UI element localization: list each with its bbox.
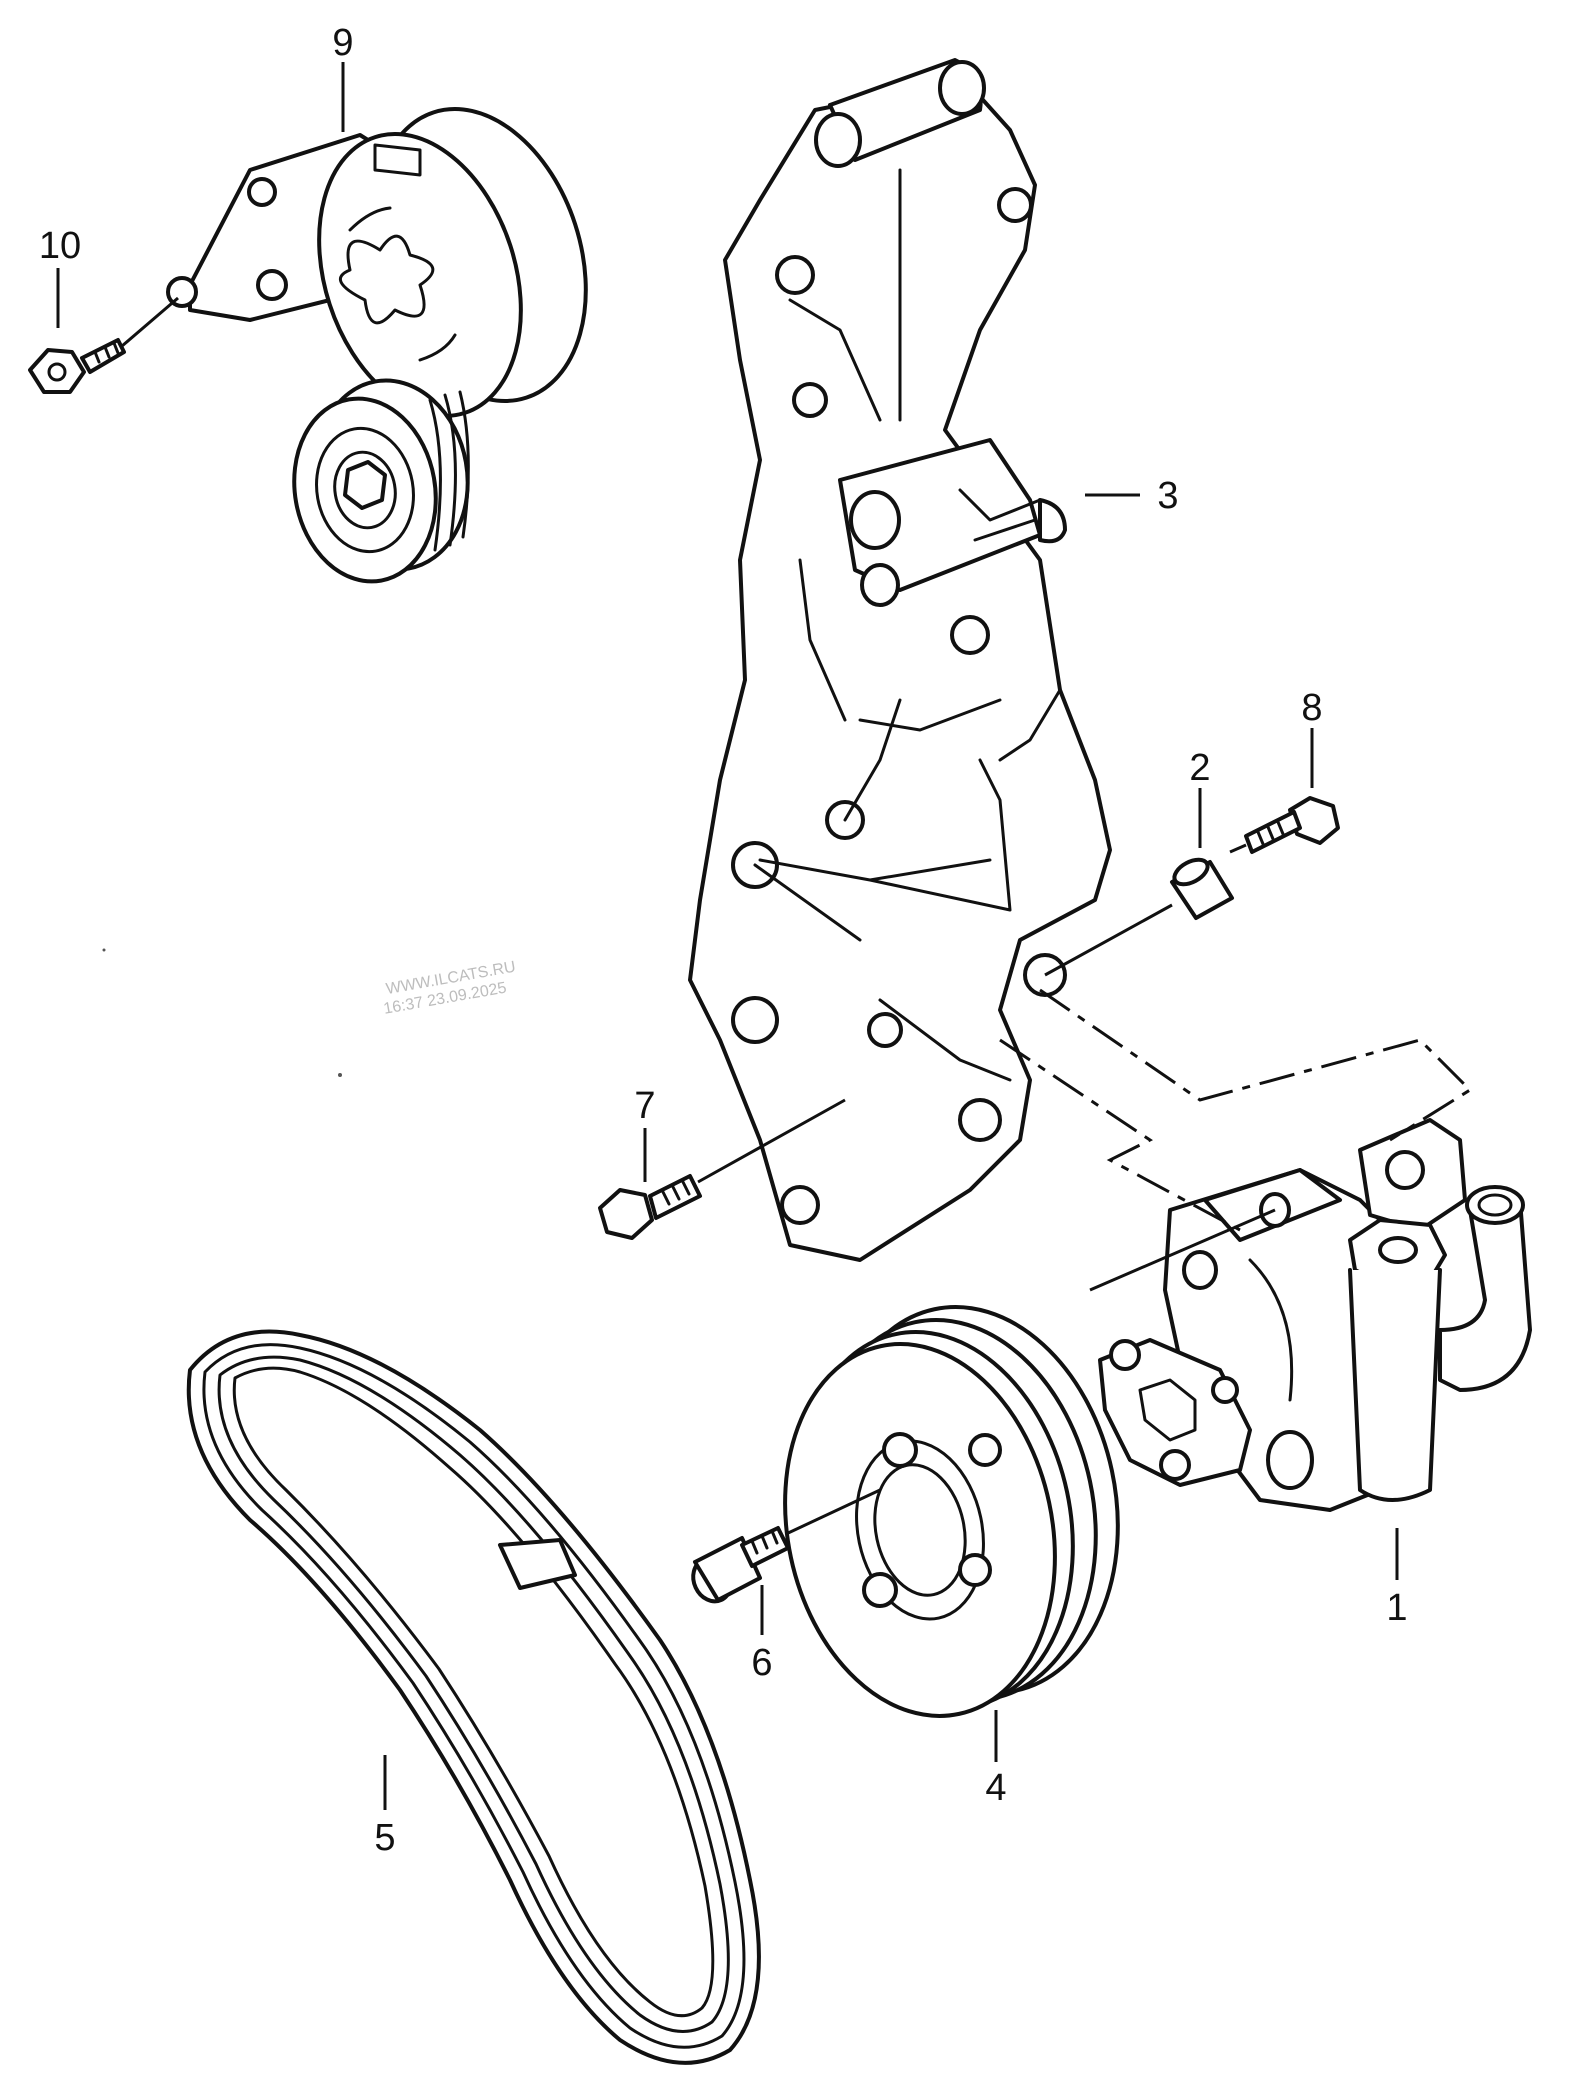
callout-7: 7 [634,1085,655,1127]
callout-numbers: 9 10 3 8 2 7 1 6 4 5 [39,22,1408,1859]
power-steering-pump[interactable] [1098,1118,1532,1512]
callout-5: 5 [374,1817,395,1859]
callout-6: 6 [751,1642,772,1684]
callout-1: 1 [1386,1587,1407,1629]
watermark: WWW.ILCATS.RU 16:37 23.09.2025 [382,959,517,1018]
callout-2: 2 [1189,747,1210,789]
pulley-bolt[interactable] [686,1488,881,1608]
belt-tensioner-assembly[interactable] [166,81,621,592]
stray-dot [102,948,106,952]
spacer-sleeve[interactable] [1044,855,1234,977]
callout-3: 3 [1157,475,1178,517]
bolt-left[interactable] [598,1098,846,1240]
callout-4: 4 [985,1767,1006,1809]
callout-8: 8 [1301,687,1322,729]
tensioner-bolt[interactable] [28,296,179,394]
mounting-bracket[interactable] [688,58,1112,1262]
bolt-upper-right[interactable] [1229,796,1340,854]
stray-dot [338,1073,342,1077]
callout-leaders [56,62,1399,1810]
poly-v-belt[interactable] [186,1329,761,2065]
callout-9: 9 [332,22,353,64]
pump-pulley[interactable] [752,1280,1153,1741]
assembly-reference-lines [999,988,1473,1292]
callout-10: 10 [39,225,81,267]
